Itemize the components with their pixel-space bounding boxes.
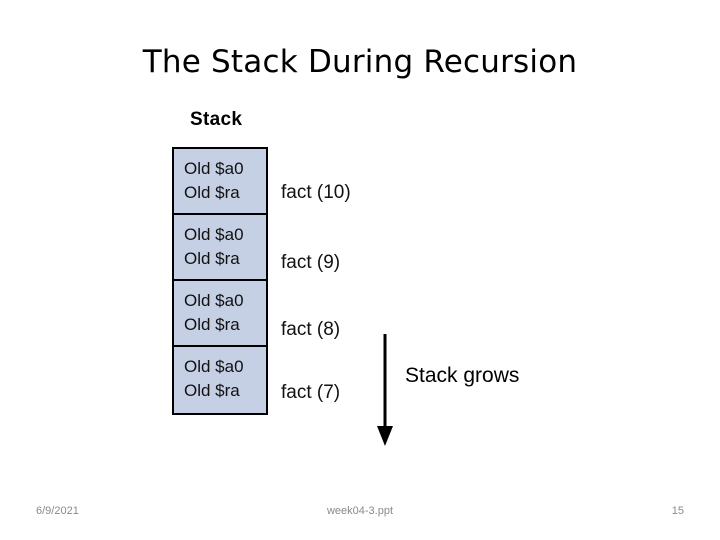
stack-grows-label: Stack grows	[405, 364, 520, 387]
stack-frame-line-a0: Old $a0	[184, 225, 244, 244]
stack-frame-line-a0: Old $a0	[184, 291, 244, 310]
stack-frame-line-ra: Old $ra	[184, 249, 240, 268]
footer-page-number: 15	[671, 505, 684, 517]
stack-frame-callout: fact (10)	[281, 182, 351, 203]
footer-file-name: week04-3.ppt	[326, 505, 394, 517]
stack-frame: Old $a0 Old $ra	[174, 149, 266, 215]
stack-frame-column: Old $a0 Old $ra Old $a0 Old $ra Old $a0 …	[172, 147, 268, 415]
stack-diagram: Stack Old $a0 Old $ra Old $a0 Old $ra Ol…	[172, 109, 520, 446]
footer-date: 6/9/2021	[36, 505, 79, 517]
arrow-down-icon	[377, 334, 393, 446]
stack-frame-line-ra: Old $ra	[184, 381, 240, 400]
stack-frame-callout: fact (7)	[281, 382, 341, 403]
stack-heading-label: Stack	[190, 109, 243, 130]
stack-frame-line-ra: Old $ra	[184, 183, 240, 202]
stack-frame: Old $a0 Old $ra	[174, 347, 266, 413]
stack-frame-line-ra: Old $ra	[184, 315, 240, 334]
stack-frame-callout: fact (8)	[281, 319, 341, 340]
page-title: The Stack During Recursion	[142, 44, 578, 80]
stack-frame-line-a0: Old $a0	[184, 159, 244, 178]
stack-frame-callout: fact (9)	[281, 252, 341, 273]
stack-frame: Old $a0 Old $ra	[174, 281, 266, 347]
stack-frame: Old $a0 Old $ra	[174, 215, 266, 281]
slide-footer: 6/9/2021 week04-3.ppt 15	[0, 505, 720, 527]
stack-frame-line-a0: Old $a0	[184, 357, 244, 376]
